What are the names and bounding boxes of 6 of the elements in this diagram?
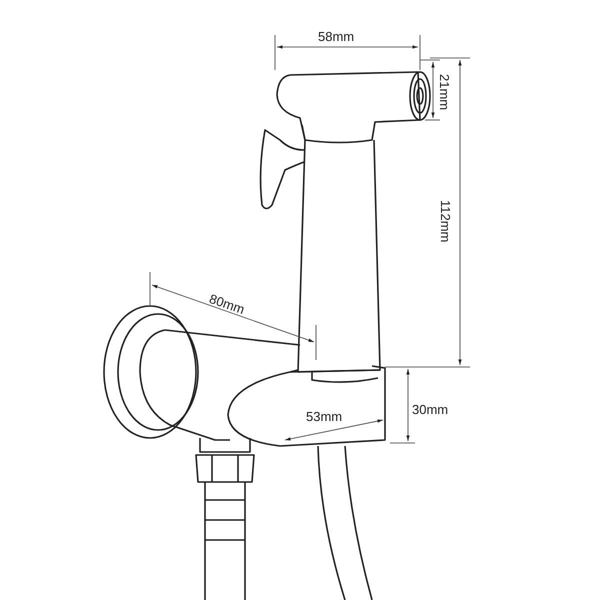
dimension-label: 80mm: [208, 292, 246, 316]
dimension-label: 112mm: [439, 200, 452, 242]
dimension-label: 30mm: [412, 403, 448, 416]
dimension-label: 53mm: [306, 410, 342, 423]
dimension-label: 21mm: [438, 74, 451, 110]
dimension-label: 58mm: [318, 30, 354, 43]
